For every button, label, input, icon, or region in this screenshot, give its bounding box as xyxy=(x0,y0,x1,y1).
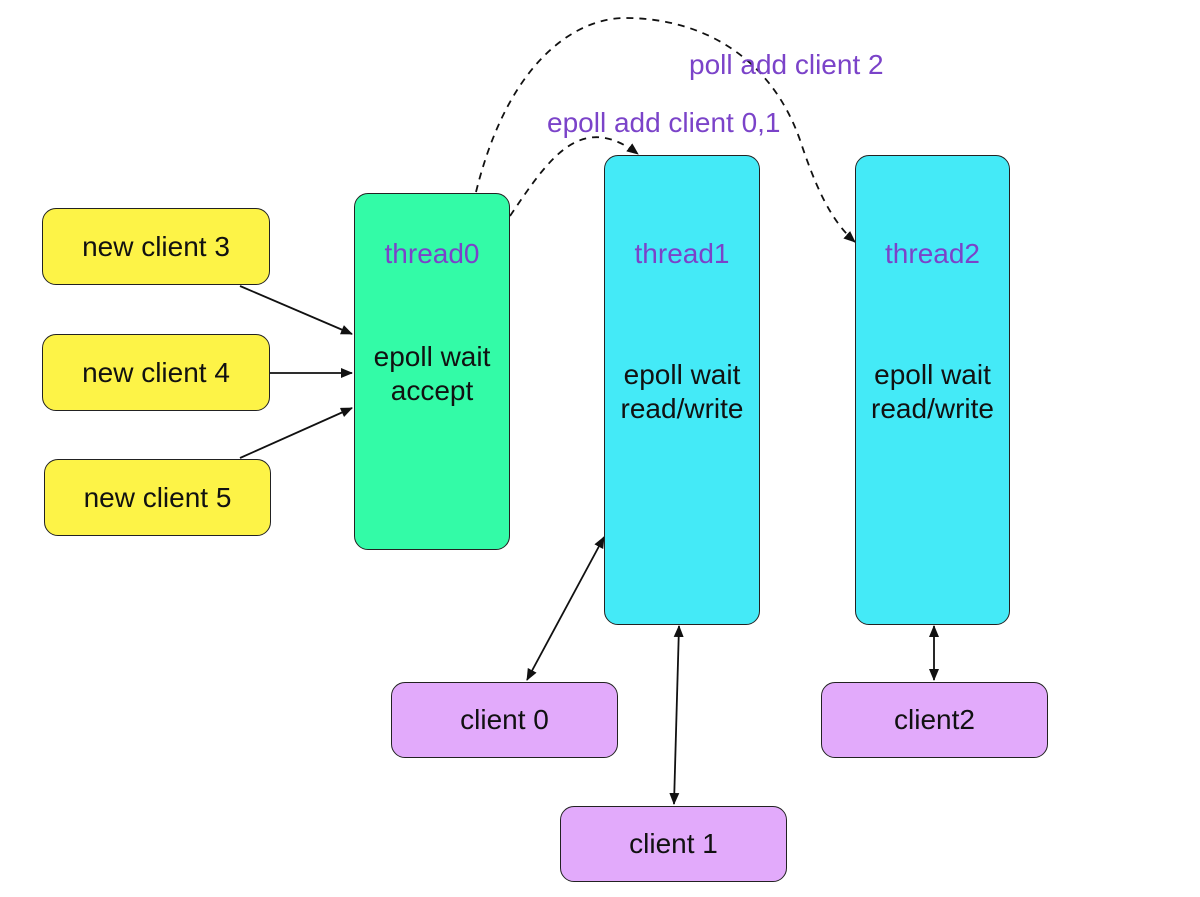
thread2-name: thread2 xyxy=(885,238,980,269)
new-client-3-node[interactable]: new client 3 xyxy=(42,208,270,285)
thread1-node[interactable]: thread1 epoll wait read/write xyxy=(604,155,760,625)
edge-label-add-client-0-1: epoll add client 0,1 xyxy=(547,107,781,138)
edge-thread0-to-thread1-dashed xyxy=(509,136,639,217)
edge-label-add-client-2: poll add client 2 xyxy=(689,49,884,80)
thread2-node[interactable]: thread2 epoll wait read/write xyxy=(855,155,1010,625)
thread0-node[interactable]: thread0 epoll wait accept xyxy=(354,193,510,550)
client-1-label: client 1 xyxy=(629,828,718,859)
thread1-line1: epoll wait xyxy=(623,359,741,390)
edge-new-client-3-to-thread0 xyxy=(239,285,353,335)
edge-client0-thread1 xyxy=(526,536,605,681)
new-client-4-label: new client 4 xyxy=(82,356,230,388)
new-client-5-node[interactable]: new client 5 xyxy=(44,459,271,536)
thread0-line2: accept xyxy=(390,375,474,406)
client-2-node[interactable]: client2 xyxy=(821,682,1048,758)
thread2-line1: epoll wait xyxy=(874,359,991,390)
thread0-line1: epoll wait xyxy=(373,341,491,372)
thread1-name: thread1 xyxy=(634,238,730,269)
thread2-line2: read/write xyxy=(871,393,994,424)
new-client-5-label: new client 5 xyxy=(83,481,232,513)
new-client-3-label: new client 3 xyxy=(82,230,230,262)
thread1-line2: read/write xyxy=(620,393,744,424)
thread0-name: thread0 xyxy=(384,238,480,269)
new-client-4-node[interactable]: new client 4 xyxy=(42,334,270,411)
client-2-label: client2 xyxy=(894,704,975,735)
edge-new-client-5-to-thread0 xyxy=(239,407,353,459)
client-1-node[interactable]: client 1 xyxy=(560,806,787,882)
client-0-label: client 0 xyxy=(460,704,549,735)
client-0-node[interactable]: client 0 xyxy=(391,682,618,758)
edge-client1-thread1 xyxy=(669,625,684,805)
edge-thread0-to-thread2-dashed xyxy=(475,17,856,243)
